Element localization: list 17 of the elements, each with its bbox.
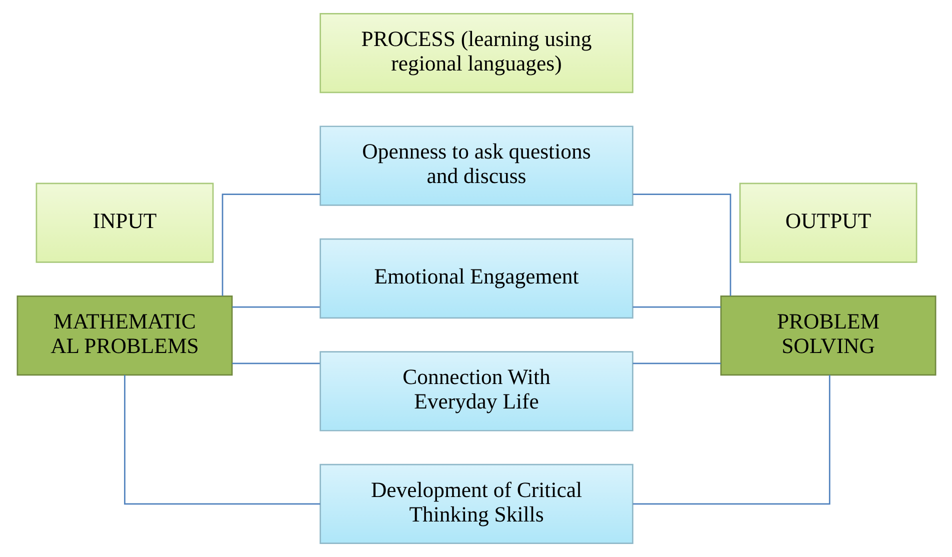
node-box: PROCESS (learning using regional languages) bbox=[319, 12, 633, 94]
node-box: MATHEMATIC AL PROBLEMS bbox=[16, 295, 232, 376]
connector bbox=[221, 194, 320, 296]
connector bbox=[124, 375, 320, 505]
node-box: OUTPUT bbox=[738, 182, 917, 263]
connector bbox=[232, 306, 320, 308]
node-box: Openness to ask questions and discuss bbox=[319, 126, 633, 206]
node-box: Development of Critical Thinking Skills bbox=[319, 464, 633, 544]
connector bbox=[632, 306, 720, 308]
node-box: Emotional Engagement bbox=[319, 238, 633, 319]
node-box: INPUT bbox=[35, 182, 214, 263]
node-box: PROBLEM SOLVING bbox=[720, 295, 936, 376]
connector bbox=[632, 194, 731, 296]
connector bbox=[632, 375, 830, 505]
node-box: Connection With Everyday Life bbox=[319, 351, 633, 432]
connector bbox=[232, 362, 320, 364]
connector bbox=[632, 362, 720, 364]
